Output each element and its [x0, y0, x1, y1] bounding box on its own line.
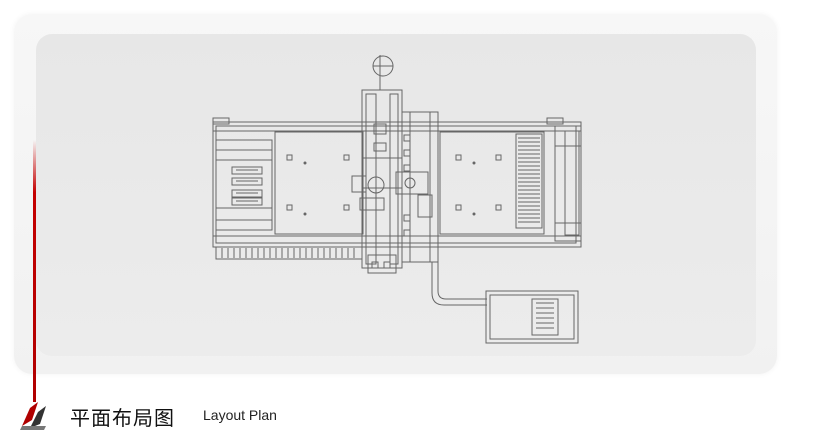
control-cabinet: [485, 290, 579, 344]
left-loading-area: [215, 139, 273, 231]
caption-title-cn: 平面布局图: [70, 406, 175, 430]
drawing-panel: [36, 34, 756, 356]
accent-line: [33, 140, 36, 402]
caption-title-en: Layout Plan: [203, 407, 277, 423]
worktable-left: [274, 131, 364, 235]
exchange-conveyor: [515, 133, 543, 229]
cable-chain: [215, 246, 363, 260]
gantry-rails: [401, 111, 439, 263]
gantry: [361, 55, 403, 274]
worktable-right: [439, 131, 545, 235]
right-end-cover: [554, 125, 582, 242]
connection-pipe: [431, 262, 487, 306]
laser-head: [351, 123, 429, 211]
brand-logo-icon: [20, 402, 46, 430]
